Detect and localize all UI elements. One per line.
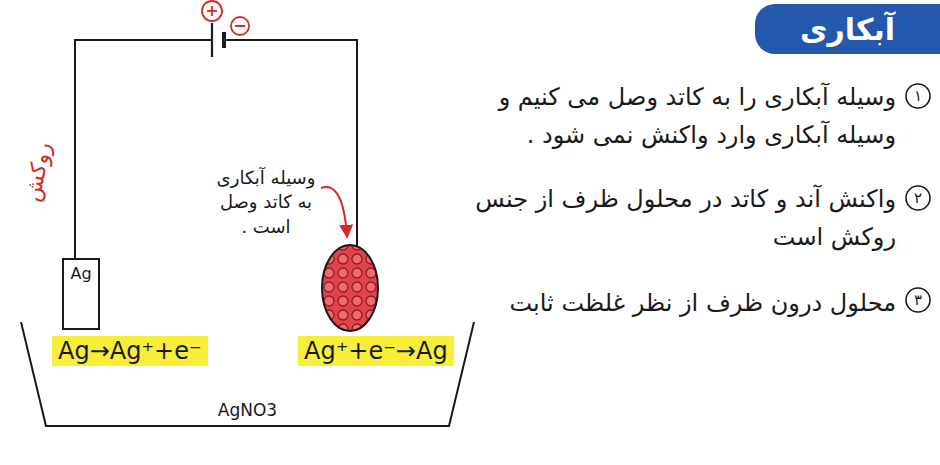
reaction-equation: Ag⁺+e⁻→Ag: [304, 337, 448, 365]
plated-object: [322, 245, 378, 331]
number-circle: [906, 288, 930, 312]
number-circle: [906, 84, 930, 108]
leader-arrow: [321, 187, 347, 236]
polarity-circle: [231, 17, 249, 35]
reaction-equation: Ag→Ag⁺+e⁻: [58, 337, 202, 365]
silver-anode: Ag: [62, 258, 100, 330]
note-text: وسیله آبکاری را به کاتد وصل می کنیم و وس…: [466, 78, 896, 155]
note-text: محلول درون ظرف از نظر غلظت ثابت: [466, 284, 896, 322]
tank-wall: [21, 322, 474, 426]
callout-number: ۲: [914, 191, 922, 206]
coating-label: روکش: [21, 140, 55, 203]
title: آبکاری: [800, 12, 895, 47]
battery-plate: [222, 32, 226, 48]
note-text: واکنش آند و کاتد در محلول ظرف از جنس روک…: [466, 180, 896, 257]
callout-number: ۱: [914, 89, 922, 104]
callout-note: وسیله آبکاری به کاتد وصل است .: [216, 166, 316, 239]
callout-number: ۳: [914, 293, 922, 308]
anode-wire: [75, 40, 212, 258]
cathode-equation: Ag⁺+e⁻→Ag: [298, 336, 454, 366]
anode-equation: Ag→Ag⁺+e⁻: [52, 336, 208, 366]
polarity-sign: −: [233, 18, 246, 34]
polarity-sign: +: [205, 3, 218, 19]
title-badge: آبکاری: [755, 4, 940, 54]
plating-tank: AgNO3 Ag→Ag⁺+e⁻ Ag⁺+e⁻→Ag: [20, 322, 475, 430]
polarity-circle: [202, 1, 222, 21]
solution-label: AgNO3: [20, 400, 475, 420]
number-circle: [906, 186, 930, 210]
electrode-label: Ag: [64, 260, 98, 283]
battery-plate: [211, 23, 213, 57]
